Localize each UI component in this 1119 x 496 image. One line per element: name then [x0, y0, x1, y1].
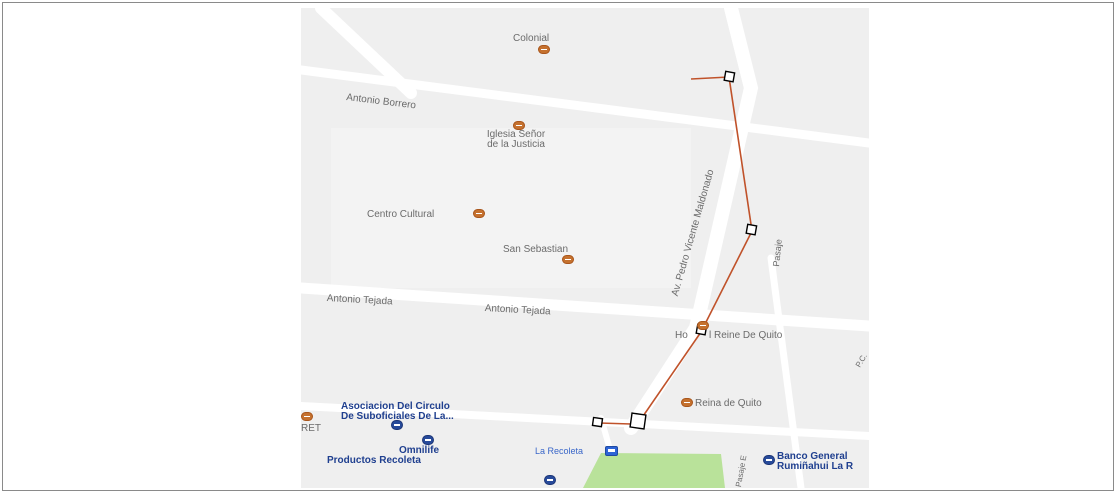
label-centro-cultural: Centro Cultural: [367, 209, 435, 220]
label-omnilife-line2: Productos Recoleta: [327, 455, 421, 466]
label-hotel-part2: l Reine De Quito: [709, 330, 783, 341]
label-banco-line2: Rumiñahui La R: [777, 461, 854, 472]
label-iglesia-line1: Iglesia Señor: [486, 129, 546, 140]
route-marker: [629, 412, 647, 430]
route-marker: [591, 416, 604, 428]
route-marker: [723, 70, 736, 83]
street-antonio-borrero: [301, 65, 869, 148]
hotel-icon[interactable]: [697, 321, 709, 330]
label-asociacion-line2: De Suboficiales De La...: [341, 411, 454, 422]
route-marker: [745, 223, 758, 236]
figure-frame: Colonial Antonio Borrero Iglesia Señor d…: [2, 2, 1114, 491]
label-hotel-part1: Ho: [675, 330, 688, 341]
centro-cultural-icon[interactable]: [473, 209, 485, 218]
bottom-poi-icon[interactable]: [544, 475, 556, 485]
park-area: [583, 453, 725, 488]
map-view[interactable]: Colonial Antonio Borrero Iglesia Señor d…: [301, 8, 869, 488]
label-san-sebastian: San Sebastian: [503, 244, 569, 255]
label-la-recoleta: La Recoleta: [535, 446, 584, 456]
label-banco-line1: Banco General: [777, 451, 848, 462]
label-iglesia-line2: de la Justicia: [487, 139, 545, 150]
ret-icon[interactable]: [301, 412, 313, 421]
omnilife-icon[interactable]: [422, 435, 434, 445]
route-line: [598, 76, 753, 425]
banco-icon[interactable]: [763, 455, 775, 465]
reina-quito-icon[interactable]: [681, 398, 693, 407]
label-omnilife-line1: Omnilife: [399, 445, 440, 456]
label-ret: RET: [301, 423, 321, 434]
asociacion-icon[interactable]: [391, 420, 403, 430]
iglesia-icon[interactable]: [513, 121, 525, 130]
street-antonio-tejada: [301, 282, 869, 332]
label-asociacion-line1: Asociacion Del Circulo: [341, 401, 450, 412]
street-side: [767, 254, 805, 488]
map-base: [301, 8, 869, 488]
label-reina-quito: Reina de Quito: [695, 398, 762, 409]
street-lower: [301, 402, 869, 440]
label-colonial: Colonial: [513, 33, 550, 44]
san-sebastian-icon[interactable]: [562, 255, 574, 264]
street-av-pedro: [624, 8, 759, 435]
colonial-icon[interactable]: [538, 45, 550, 54]
bus-stop-icon[interactable]: [605, 446, 618, 456]
